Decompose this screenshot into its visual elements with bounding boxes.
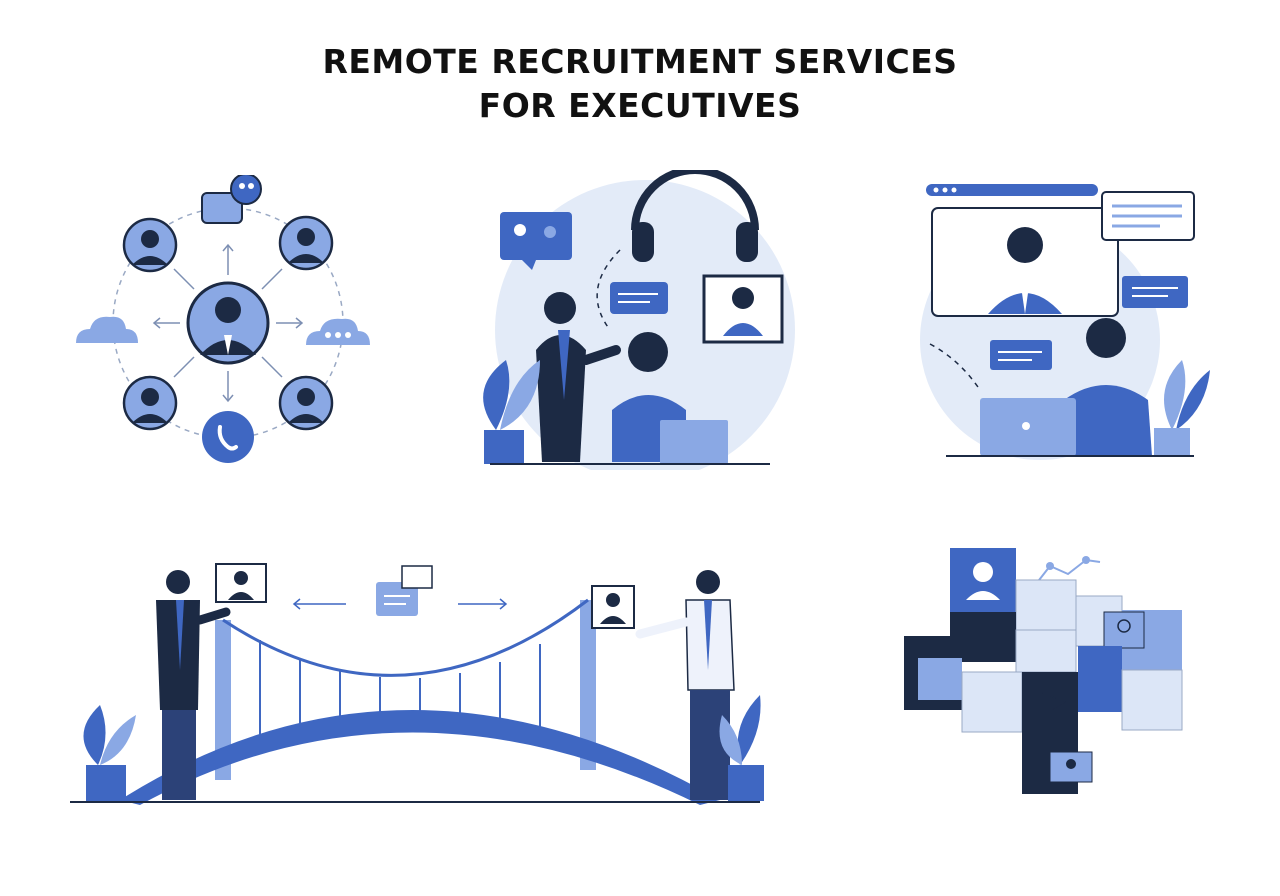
message-bubble-left [990, 340, 1052, 370]
left-profile-card [215, 563, 267, 603]
video-call-window [931, 207, 1119, 317]
candidate-figure [980, 318, 1152, 456]
cloud-icon-left [76, 316, 138, 343]
plant-icon-left [83, 705, 136, 801]
left-executive-figure [156, 570, 231, 800]
title-line-1: REMOTE RECRUITMENT SERVICES [322, 42, 958, 81]
page-title: REMOTE RECRUITMENT SERVICES FOR EXECUTIV… [0, 40, 1280, 128]
avatar-bottom-left [122, 375, 178, 431]
video-interview-illustration [910, 180, 1230, 470]
video-screen [702, 274, 784, 344]
center-executive-avatar [186, 281, 270, 365]
plant-icon-right [719, 695, 764, 801]
seated-figure [612, 332, 728, 464]
avatar-top-right [278, 215, 334, 271]
chat-bubble-icon [201, 175, 262, 224]
plant-icon [483, 360, 540, 464]
line-chart-icon [1035, 558, 1101, 585]
message-bubble [610, 282, 668, 314]
network-hub-illustration [70, 175, 390, 465]
puzzle-piece-avatar [1049, 751, 1093, 783]
laptop-icon [660, 420, 728, 464]
right-profile-card [591, 585, 635, 629]
avatar-bottom-right [278, 375, 334, 431]
virtual-meeting-headset-illustration [460, 170, 800, 470]
bridge-connection-illustration [60, 560, 780, 815]
puzzle-piece-profile [950, 548, 1016, 612]
phone-icon [202, 411, 254, 463]
right-executive-figure [635, 570, 735, 800]
chat-bubble-top-right [1101, 191, 1195, 241]
bridge-cables [259, 640, 541, 740]
video-call-bubble [500, 212, 572, 270]
headset-icon [632, 222, 654, 262]
puzzle-piece-user-card [1103, 611, 1145, 649]
message-icon-center [376, 565, 433, 616]
title-line-2: FOR EXECUTIVES [478, 86, 802, 125]
browser-bar [926, 184, 1098, 196]
puzzle-pieces-illustration [890, 540, 1200, 810]
message-bubble-right [1122, 276, 1188, 308]
plant-icon [1154, 360, 1210, 456]
cloud-icon-right [306, 318, 370, 345]
bridge-deck [120, 710, 720, 805]
presenter-figure [536, 292, 621, 462]
avatar-top-left [122, 217, 178, 273]
